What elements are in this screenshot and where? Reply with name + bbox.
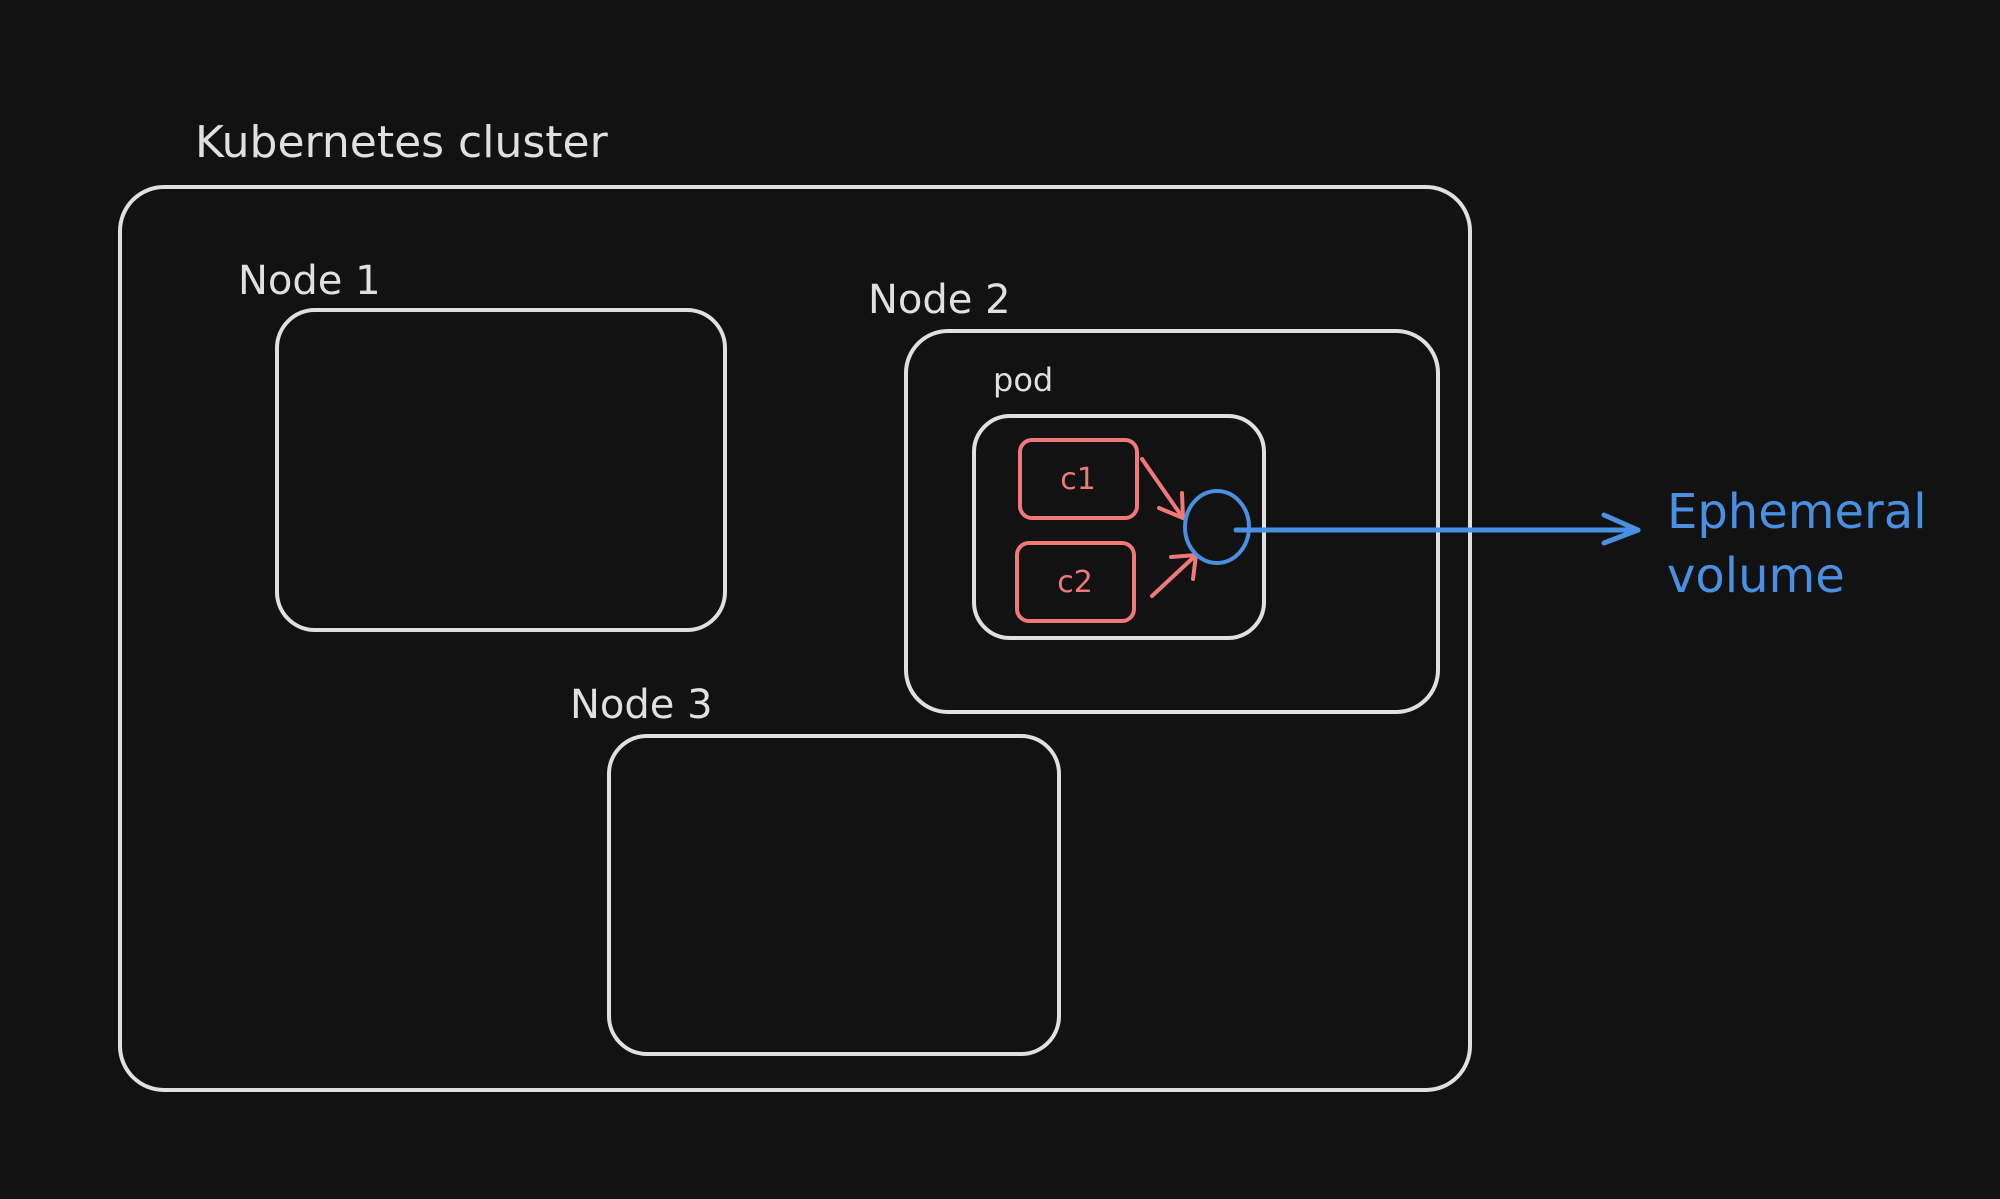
arrow-c1-to-volume — [1140, 457, 1185, 520]
container-c2-box — [1015, 541, 1136, 623]
cluster-label: Kubernetes cluster — [195, 117, 609, 168]
pod-label: pod — [993, 361, 1053, 399]
node2-box — [904, 329, 1440, 714]
node1-label: Node 1 — [238, 258, 381, 304]
container-c1-label: c1 — [1060, 462, 1096, 497]
arrow-volume-to-label — [1233, 512, 1641, 546]
node1-box — [275, 308, 727, 632]
volume-label-line2: volume — [1667, 548, 1845, 604]
container-c1-box — [1018, 438, 1139, 520]
node2-label: Node 2 — [868, 277, 1011, 323]
node3-box — [607, 734, 1061, 1056]
volume-label-line1: Ephemeral — [1667, 484, 1927, 540]
arrow-c2-to-volume — [1150, 553, 1198, 598]
container-c2-label: c2 — [1057, 565, 1093, 600]
volume-circle — [1183, 489, 1251, 565]
node3-label: Node 3 — [570, 682, 713, 728]
cluster-box — [118, 185, 1472, 1092]
pod-box — [972, 414, 1266, 640]
